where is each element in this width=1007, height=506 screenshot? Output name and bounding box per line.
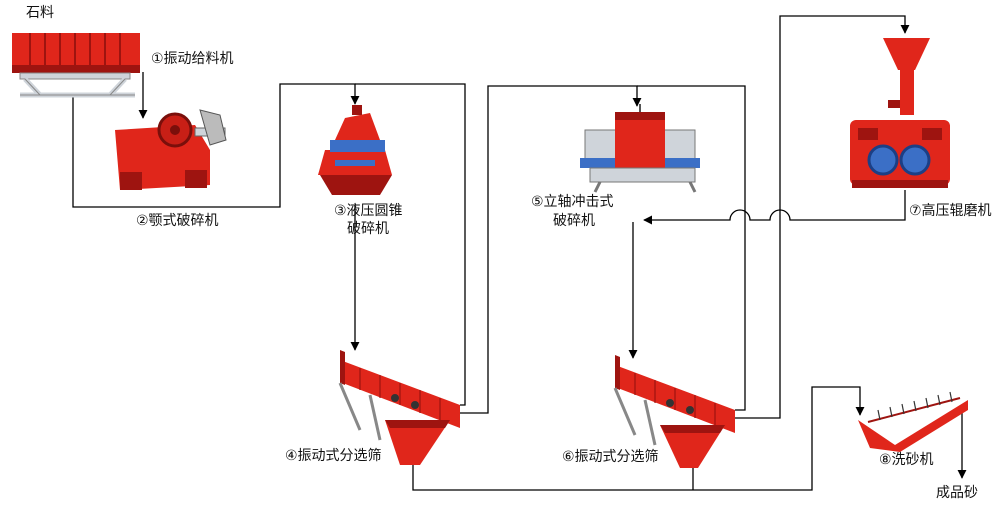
sand-washer-label: ⑧洗砂机 <box>879 452 934 468</box>
flow-fines-to-washer <box>412 386 860 491</box>
jaw-crusher-label: ②颚式破碎机 <box>136 213 219 229</box>
vsi-crusher-label-line1: ⑤立轴冲击式 <box>531 194 614 210</box>
sand-washer-icon <box>858 391 968 452</box>
vibrating-screen-6-label: ⑥振动式分选筛 <box>562 449 659 465</box>
product-sand-label: 成品砂 <box>936 485 978 501</box>
cone-crusher-label-line2: 破碎机 <box>347 221 389 237</box>
flow-screen4-return <box>355 83 466 406</box>
vibrating-screen-4-label: ④振动式分选筛 <box>285 448 382 464</box>
flow-screen4-to-vsi <box>460 85 642 414</box>
flow-jaw-to-cone <box>72 83 360 208</box>
cone-crusher-label-line1: ③液压圆锥 <box>334 203 403 219</box>
hpgr-label: ⑦高压辊磨机 <box>909 203 992 219</box>
vibrating-feeder-label: ①振动给料机 <box>151 51 234 67</box>
cone-crusher-icon <box>318 105 392 195</box>
flow-screen6-return <box>637 85 746 411</box>
vibrating-feeder-icon <box>12 33 140 98</box>
hpgr-icon <box>850 38 950 188</box>
vibrating-screen-4-icon <box>338 350 460 465</box>
jaw-crusher-icon <box>115 109 227 190</box>
flow-screen6-to-hpgr <box>735 15 910 419</box>
raw-material-label: 石料 <box>26 5 54 21</box>
vsi-crusher-label-line2: 破碎机 <box>553 213 595 229</box>
flow-hpgr-to-vsi <box>643 190 906 225</box>
vibrating-screen-6-icon <box>613 355 735 468</box>
flow-lines <box>72 15 967 491</box>
vsi-crusher-icon <box>580 104 700 193</box>
